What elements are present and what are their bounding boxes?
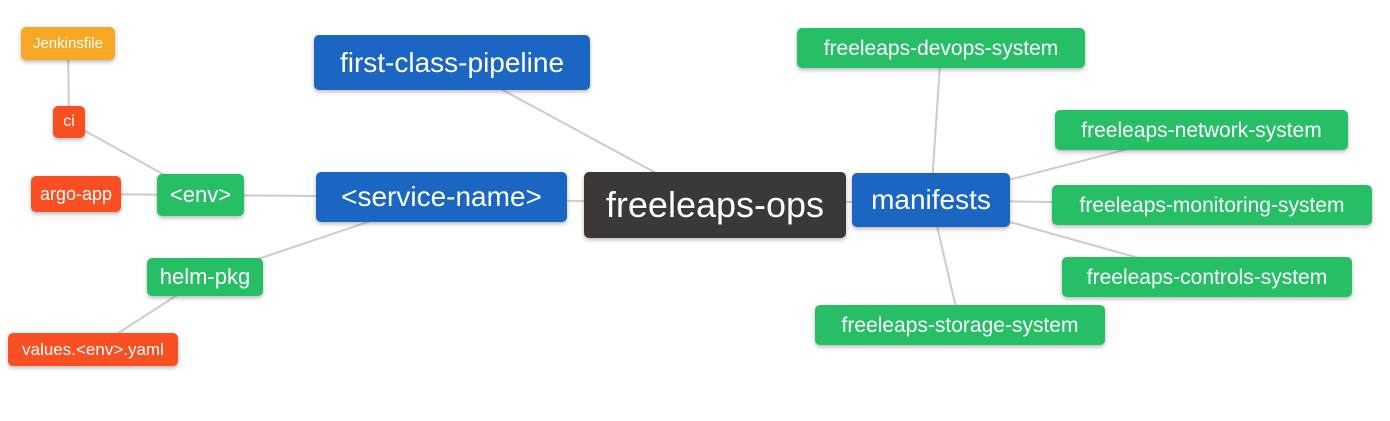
- node-label: first-class-pipeline: [339, 46, 565, 78]
- node-label: manifests: [871, 184, 991, 215]
- node-service-name[interactable]: <service-name>: [316, 172, 567, 222]
- node-label: <env>: [169, 182, 232, 207]
- node-label: <service-name>: [341, 181, 542, 212]
- node-monitoring-system[interactable]: freeleaps-monitoring-system: [1052, 185, 1372, 225]
- node-first-class-pipeline[interactable]: first-class-pipeline: [314, 35, 590, 90]
- node-label: argo-app: [39, 184, 113, 204]
- node-storage-system[interactable]: freeleaps-storage-system: [815, 305, 1105, 345]
- node-label: Jenkinsfile: [32, 35, 104, 52]
- node-label: freeleaps-storage-system: [841, 313, 1079, 337]
- node-label: freeleaps-ops: [605, 184, 825, 225]
- node-env[interactable]: <env>: [157, 174, 244, 216]
- node-helm-pkg[interactable]: helm-pkg: [147, 258, 263, 296]
- node-values-env-yaml[interactable]: values.<env>.yaml: [8, 333, 178, 366]
- node-ci[interactable]: ci: [53, 106, 85, 138]
- node-label: freeleaps-monitoring-system: [1079, 193, 1345, 217]
- node-controls-system[interactable]: freeleaps-controls-system: [1062, 257, 1352, 297]
- node-freeleaps-ops[interactable]: freeleaps-ops: [584, 172, 846, 238]
- node-label: values.<env>.yaml: [22, 340, 164, 359]
- node-label: freeleaps-devops-system: [823, 36, 1059, 60]
- node-label: freeleaps-network-system: [1081, 118, 1322, 142]
- node-label: freeleaps-controls-system: [1086, 265, 1328, 289]
- node-devops-system[interactable]: freeleaps-devops-system: [797, 28, 1085, 68]
- node-jenkinsfile[interactable]: Jenkinsfile: [21, 27, 115, 60]
- node-label: helm-pkg: [159, 264, 251, 289]
- node-argo-app[interactable]: argo-app: [31, 176, 121, 212]
- node-label: ci: [63, 113, 75, 130]
- node-network-system[interactable]: freeleaps-network-system: [1055, 110, 1348, 150]
- node-manifests[interactable]: manifests: [852, 173, 1010, 227]
